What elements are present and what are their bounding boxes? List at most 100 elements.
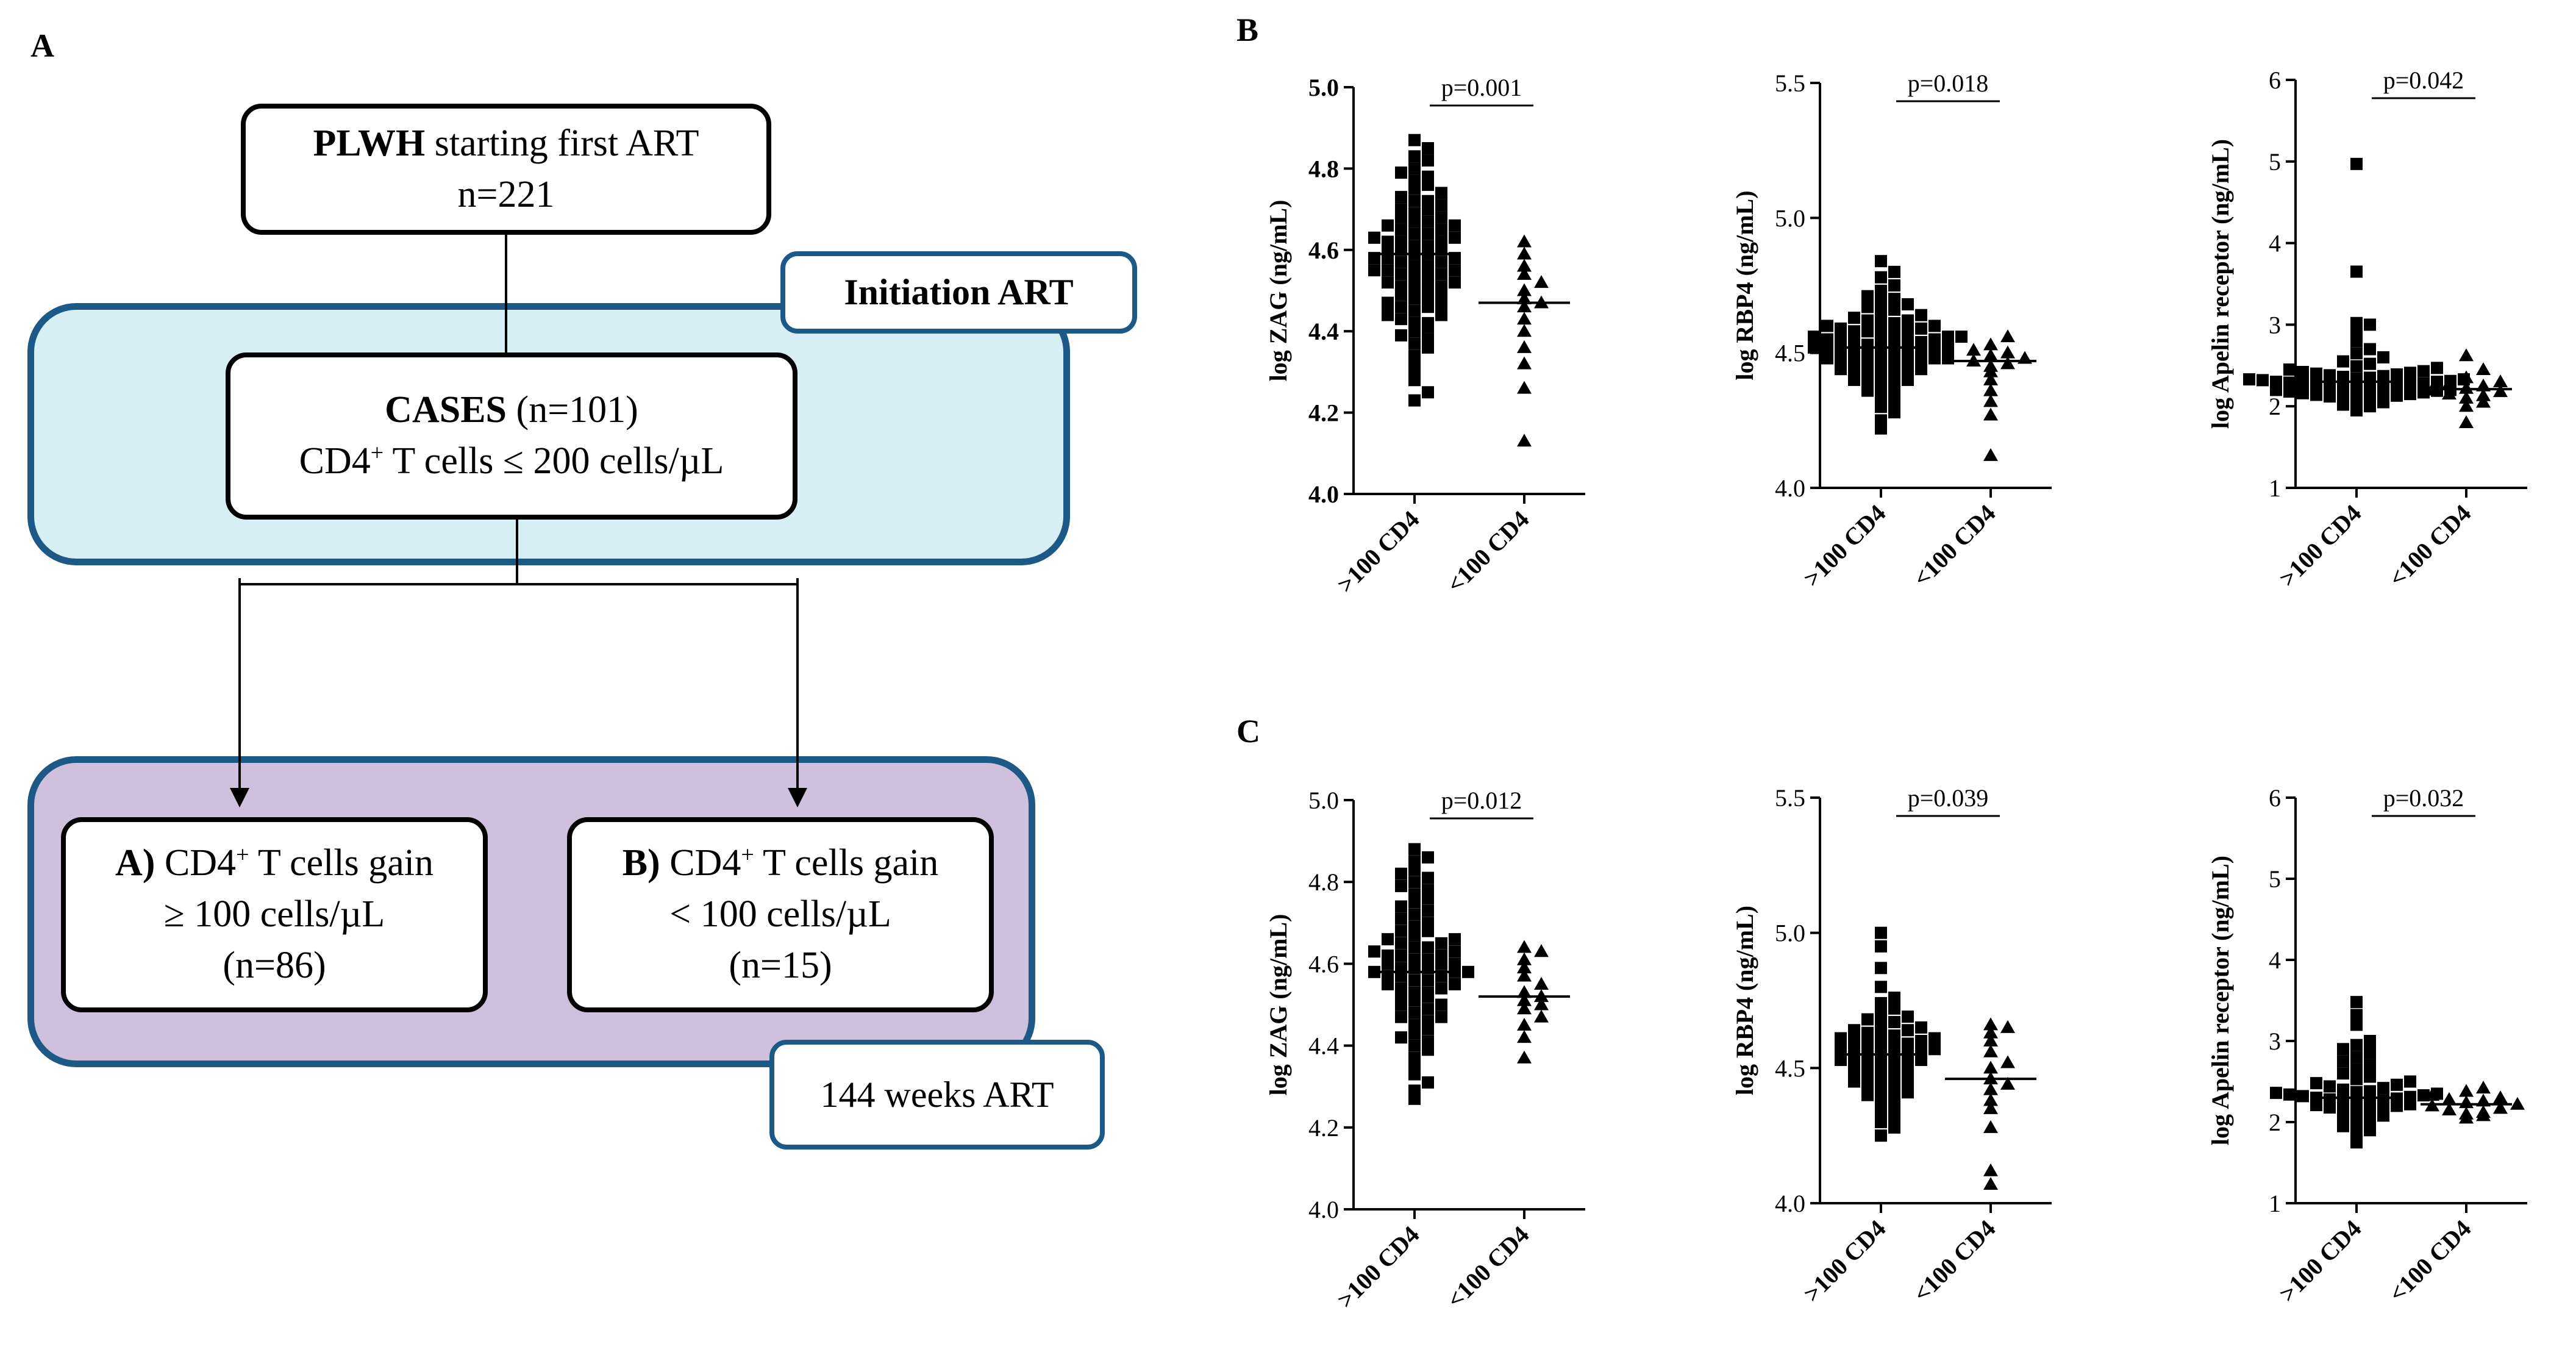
chart-b-2-point-1-76 xyxy=(1875,284,1887,297)
chart-b-2-point-1-63 xyxy=(1875,317,1887,329)
chart-c-3-point-1-42 xyxy=(2364,1059,2376,1071)
chart-c-2-point-2-1 xyxy=(1983,1176,1998,1190)
chart-c-1-point-1-44 xyxy=(1408,953,1421,966)
chart-c-1-point-1-77 xyxy=(1408,843,1421,856)
chart-b-2-point-1-3 xyxy=(1888,406,1900,419)
chart-b-2-point-1-64 xyxy=(1888,317,1900,329)
chart-b-1-y-axis-label: log ZAG (ng/mL) xyxy=(1265,200,1292,382)
cases-box: CASES (n=101) CD4+ T cells ≤ 200 cells/µ… xyxy=(226,352,797,520)
chart-c-3-point-2-12 xyxy=(2493,1090,2508,1104)
chart-c-1-point-1-68 xyxy=(1408,888,1421,901)
chart-c-1-point-1-9 xyxy=(1422,1035,1434,1048)
chart-c-2-point-2-14 xyxy=(2000,1020,2015,1033)
chart-c-1-point-1-47 xyxy=(1435,949,1447,962)
chart-c-3-point-1-25 xyxy=(2297,1090,2309,1103)
chart-b-3-point-1-57 xyxy=(2350,317,2363,329)
chart-b-2-point-2-2 xyxy=(1983,407,1998,421)
chart-c-1-point-1-16 xyxy=(1435,1010,1447,1023)
chart-b-2-point-2-11 xyxy=(1983,348,1998,362)
chart-c-2-x-category-label: <100 CD4 xyxy=(1908,1215,2000,1307)
chart-c-1-point-1-56 xyxy=(1449,933,1461,946)
chart-c-3-point-1-3 xyxy=(2364,1124,2376,1137)
chart-b-3-point-1-20 xyxy=(2364,382,2376,395)
chart-c-3-point-1-47 xyxy=(2350,1039,2363,1051)
chart-b-3-point-1-46 xyxy=(2283,363,2296,376)
chart-c-3-point-1-30 xyxy=(2350,1086,2363,1098)
chart-b-3-point-1-29 xyxy=(2283,376,2296,389)
chart-c-2-point-1-5 xyxy=(1875,1105,1887,1118)
chart-c-1-point-1-27 xyxy=(1435,982,1447,995)
chart-c-3-point-1-51 xyxy=(2350,996,2363,1009)
chart-c-3-point-1-44 xyxy=(2350,1051,2363,1064)
chart-c-1-point-1-20 xyxy=(1435,998,1447,1011)
chart-b-2-point-2-1 xyxy=(1983,448,1998,461)
chart-b-1-point-1-56 xyxy=(1382,235,1394,248)
chart-b-2-point-2-12 xyxy=(2000,345,2015,359)
chart-b-3-point-1-22 xyxy=(2377,381,2389,393)
chart-c-1-point-1-71 xyxy=(1408,876,1421,889)
chart-c-1-point-1-15 xyxy=(1395,1010,1407,1023)
panel-letter-c: C xyxy=(1236,713,1260,749)
chart-c-3-point-2-11 xyxy=(2442,1092,2456,1105)
chart-b-1-y-tick-label: 4.4 xyxy=(1308,318,1339,345)
chart-c-2-point-2-13 xyxy=(1983,1025,1998,1039)
chart-b-2-point-1-44 xyxy=(1861,338,1874,351)
chart-b-3-point-1-12 xyxy=(2404,388,2416,401)
chart-b-2-point-1-43 xyxy=(1888,338,1900,351)
chart-c-2-point-1-59 xyxy=(1875,962,1887,975)
chart-b-1-point-1-55 xyxy=(1435,235,1447,248)
chart-c-1-point-2-12 xyxy=(1517,960,1532,974)
chart-c-2-point-2-6 xyxy=(1983,1082,1998,1095)
chart-c-2-point-1-10 xyxy=(1902,1086,1914,1099)
cases-line-1: CASES (n=101) xyxy=(385,389,638,431)
chart-c-3-point-1-37 xyxy=(2404,1075,2416,1088)
chart-c-2-point-1-16 xyxy=(1875,1073,1887,1086)
chart-c-2-y-tick-label: 5.0 xyxy=(1775,920,1805,947)
start-line-1: PLWH starting first ART xyxy=(313,122,699,164)
chart-c-2-point-1-27 xyxy=(1835,1054,1847,1067)
chart-c-3-x-category-label: >100 CD4 xyxy=(2274,1215,2366,1307)
chart-b-1-point-1-16 xyxy=(1435,309,1447,321)
chart-b-1-point-1-33 xyxy=(1408,272,1421,285)
chart-c-2-point-1-46 xyxy=(1861,1026,1874,1039)
chart-c-3-point-1-33 xyxy=(2377,1082,2389,1095)
chart-c-1-point-1-51 xyxy=(1408,941,1421,954)
chart-b-2-point-1-80 xyxy=(1875,255,1887,268)
chart-c-3-point-1-39 xyxy=(2364,1070,2376,1083)
chart-b-1-point-1-32 xyxy=(1449,276,1461,289)
chart-c-2-point-1-35 xyxy=(1928,1043,1941,1056)
chart-b-2-point-1-70 xyxy=(1888,303,1900,316)
chart-b-2-point-1-53 xyxy=(1955,331,1968,343)
chart-b-1-point-1-15 xyxy=(1395,313,1407,326)
chart-c-1-point-2-5 xyxy=(1517,1001,1532,1015)
chart-b-1-p-value: p=0.001 xyxy=(1441,74,1522,101)
chart-c-2-point-1-19 xyxy=(1902,1067,1914,1080)
chart-b-1-point-1-8 xyxy=(1408,337,1421,350)
chart-b-3-y-tick-label: 2 xyxy=(2269,393,2281,420)
chart-b-1-point-2-2 xyxy=(1517,381,1532,394)
chart-c-3-point-1-20 xyxy=(2377,1094,2389,1107)
chart-c-3-y-tick-label: 5 xyxy=(2269,865,2281,893)
chart-c-1-point-1-46 xyxy=(1395,949,1407,962)
chart-c-2-point-2-3 xyxy=(1983,1120,1998,1133)
chart-b-3-point-2-3 xyxy=(2476,395,2491,408)
chart-c-3-point-2-13 xyxy=(2425,1088,2439,1101)
chart-b-1-point-2-15 xyxy=(1517,234,1532,248)
chart-c-2-point-1-21 xyxy=(1875,1062,1887,1075)
chart-c-2-p-value: p=0.039 xyxy=(1908,784,1989,812)
chart-b-1-point-2-7 xyxy=(1517,299,1532,313)
chart-b-1-point-1-76 xyxy=(1435,187,1447,199)
chart-b-2-point-1-21 xyxy=(1875,360,1887,373)
chart-b-3-point-2-7 xyxy=(2493,384,2508,398)
chart-b-1-point-1-20 xyxy=(1395,301,1407,313)
chart-c-1-point-1-8 xyxy=(1408,1039,1421,1052)
chart-c-1-y-tick-label: 4.6 xyxy=(1308,950,1339,978)
chart-c-2-point-1-4 xyxy=(1888,1111,1900,1123)
chart-b-3-point-1-19 xyxy=(2350,383,2363,396)
chart-c-1-point-1-3 xyxy=(1422,1076,1434,1089)
chart-c-3-point-1-40 xyxy=(2337,1067,2349,1080)
chart-c-2-point-2-4 xyxy=(1983,1101,1998,1114)
chart-c-2-point-1-58 xyxy=(1875,981,1887,993)
chart-b-2-y-tick-label: 5.5 xyxy=(1775,70,1805,97)
